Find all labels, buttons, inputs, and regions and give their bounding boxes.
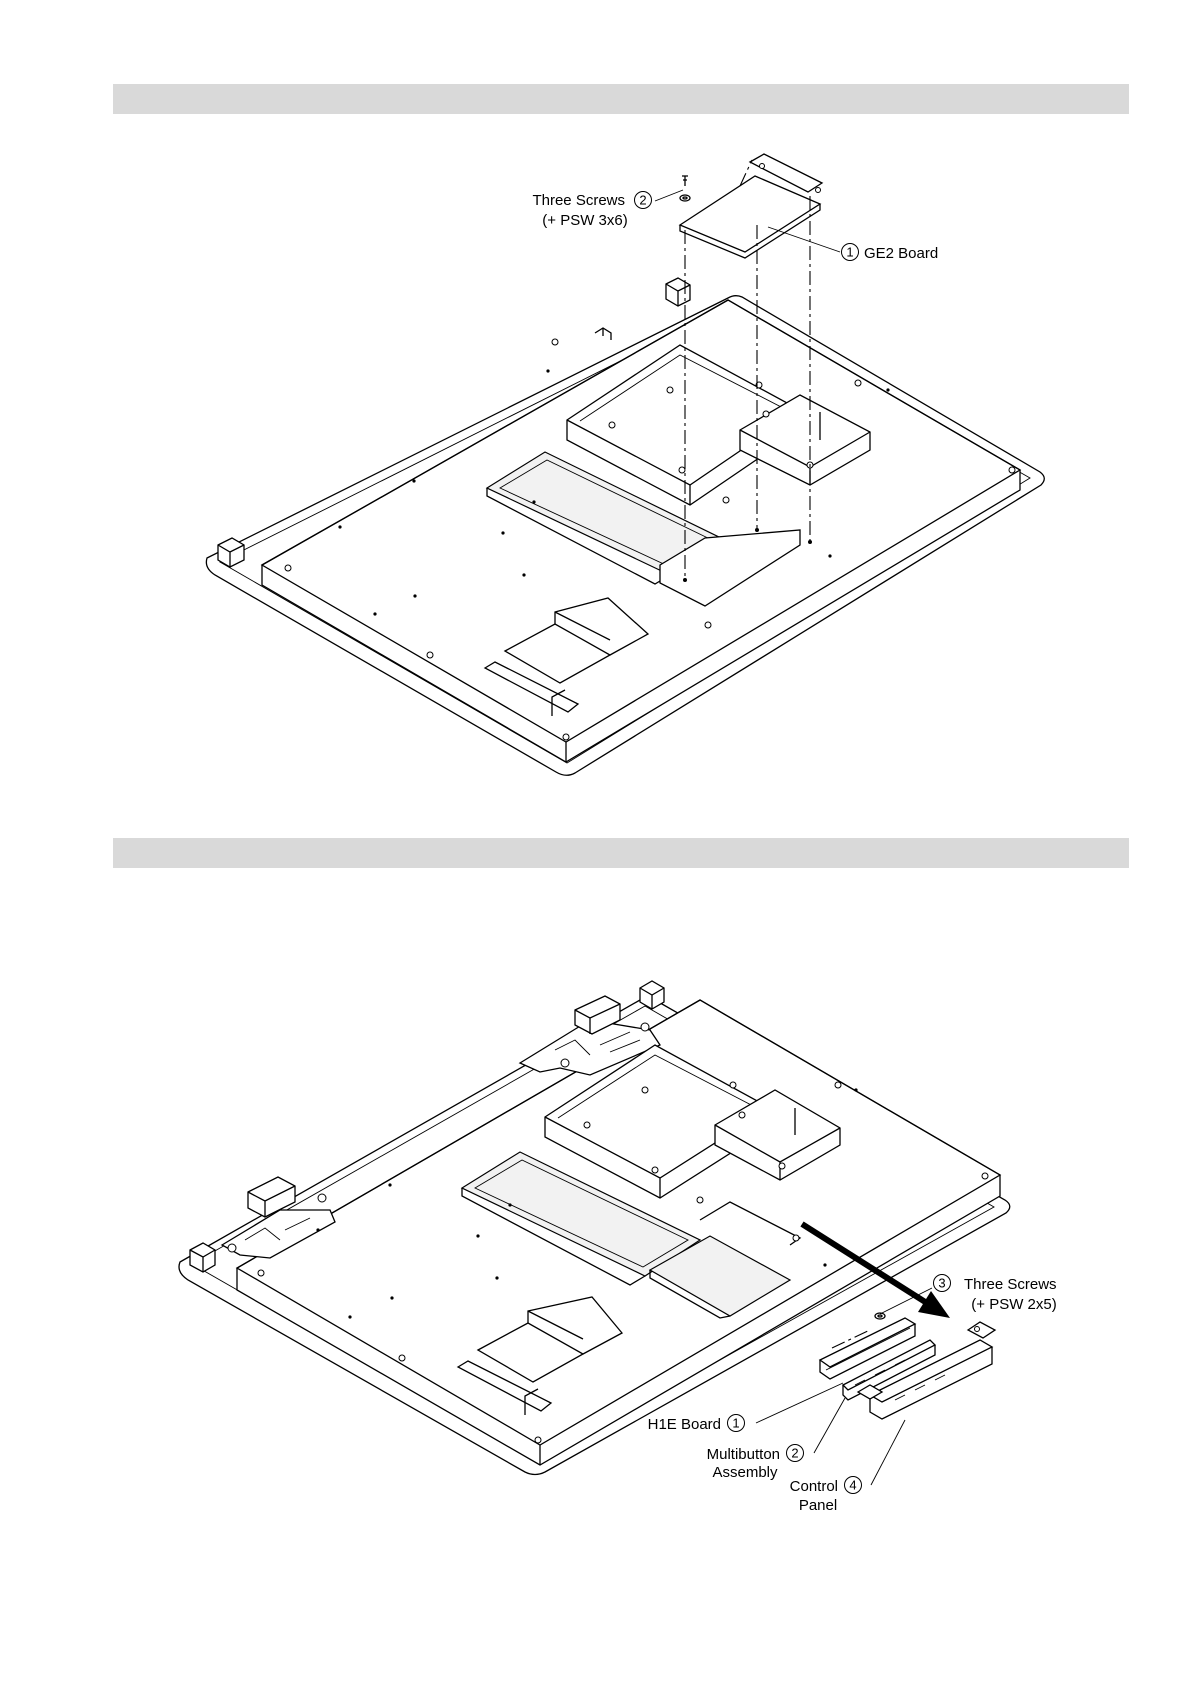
callout-text-h1e-board: H1E Board <box>648 1416 721 1433</box>
callout-number-1-fig2: 1 <box>732 1416 739 1431</box>
callout-subtext-psw-3x6: (+ PSW 3x6) <box>542 212 627 229</box>
callout-text-multibutton: Multibutton <box>707 1446 780 1463</box>
callout-subtext-psw-2x5: (+ PSW 2x5) <box>971 1296 1056 1313</box>
hook-1 <box>595 328 611 340</box>
screw-1 <box>680 176 690 201</box>
figure-2-h1e-board-removal: 3 Three Screws (+ PSW 2x5) H1E Board 1 M… <box>179 981 1057 1514</box>
figure-1-ge2-board-removal: Three Screws 2 (+ PSW 3x6) 1 GE2 Board <box>206 154 1044 775</box>
callout-number-4-fig2: 4 <box>849 1478 856 1493</box>
callout-text-ge2-board: GE2 Board <box>864 245 938 262</box>
callout-text-three-screws-2: Three Screws <box>964 1276 1057 1293</box>
callout-number-3-fig2: 3 <box>938 1276 945 1291</box>
callout-number-2-fig2: 2 <box>791 1446 798 1461</box>
callout-number-1-fig1: 1 <box>846 245 853 260</box>
callout-subtext-assembly: Assembly <box>712 1464 778 1481</box>
callout-subtext-panel: Panel <box>799 1497 837 1514</box>
h1e-board-exploded <box>820 1318 915 1379</box>
callout-text-control: Control <box>790 1478 838 1495</box>
callout-text-three-screws-1: Three Screws <box>532 192 625 209</box>
callout-number-2-fig1: 2 <box>639 193 646 208</box>
corner-block-left-1 <box>218 538 244 567</box>
